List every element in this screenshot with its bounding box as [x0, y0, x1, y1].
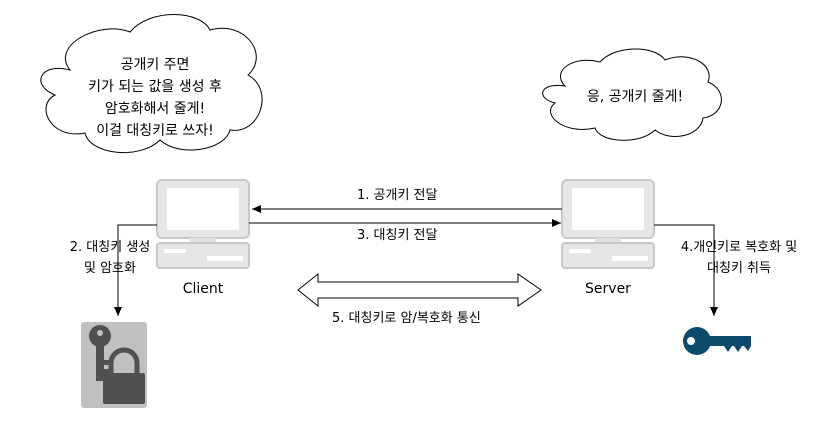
server-cloud-text: 응, 공개키 줄게! — [586, 89, 684, 105]
client-cloud-line: 공개키 주면 — [120, 57, 190, 73]
step3-label: 3. 대칭키 전달 — [357, 228, 438, 243]
client-cloud-line: 암호화해서 줄게! — [104, 101, 206, 117]
key-icon — [683, 327, 751, 355]
client-label: Client — [182, 281, 224, 297]
step1-label: 1. 공개키 전달 — [357, 188, 438, 203]
client-cloud-text: 공개키 주면 키가 되는 값을 생성 후 암호화해서 줄게! 이걸 대칭키로 쓰… — [50, 54, 260, 142]
server-process-text: 4.개인키로 복호화 및 대칭키 취득 — [664, 237, 814, 279]
client-process-line: 및 암호화 — [84, 261, 136, 276]
client-thought-cloud — [40, 14, 263, 154]
client-cloud-line: 이걸 대칭키로 쓰자! — [96, 123, 214, 139]
server-process-line: 4.개인키로 복호화 및 — [680, 240, 798, 255]
client-process-text: 2. 대칭키 생성 및 암호화 — [40, 237, 180, 279]
client-cloud-line: 키가 되는 값을 생성 후 — [88, 79, 222, 95]
server-computer-icon — [561, 179, 655, 269]
secure-channel-double-arrow — [297, 272, 542, 308]
client-process-arrow — [114, 224, 157, 316]
server-label: Server — [585, 281, 631, 297]
key-lock-icon — [81, 322, 147, 408]
server-process-arrow — [654, 224, 718, 316]
client-process-line: 2. 대칭키 생성 — [69, 240, 151, 255]
step5-label: 5. 대칭키로 암/복호화 통신 — [332, 311, 481, 326]
server-process-line: 대칭키 취득 — [707, 261, 771, 276]
server-thought-cloud — [542, 48, 722, 141]
client-computer-icon — [156, 179, 250, 269]
